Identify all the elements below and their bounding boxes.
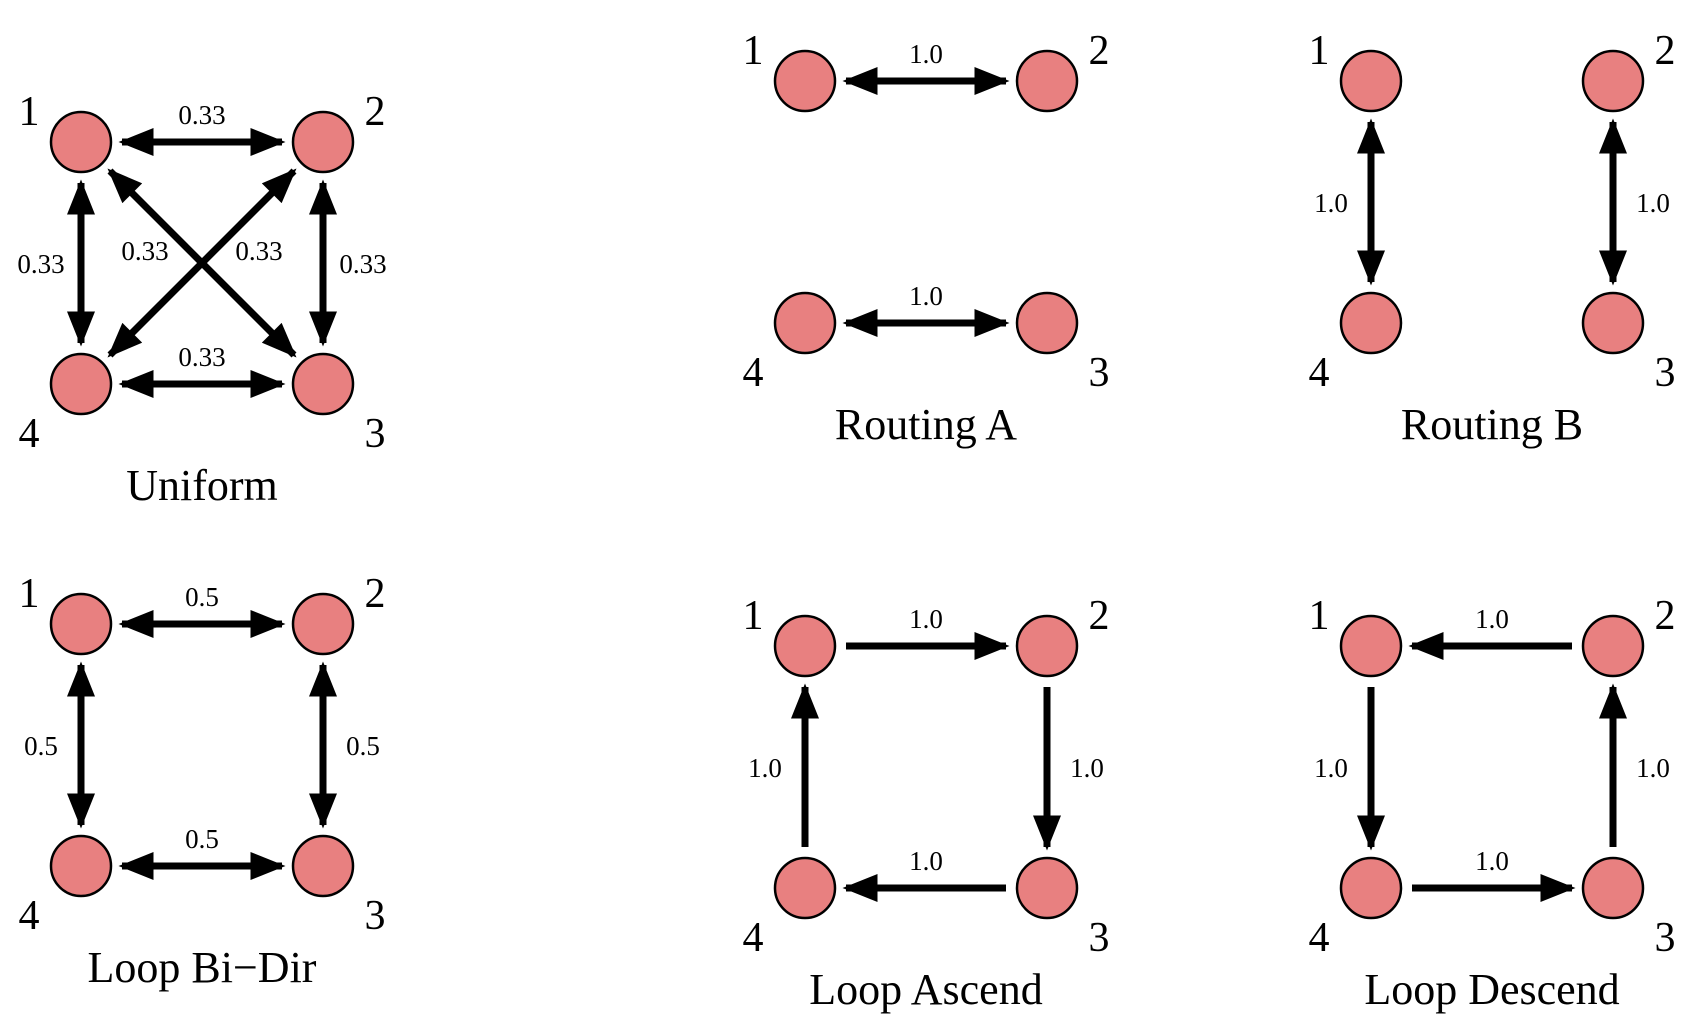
edge-weight-label: 0.33 (339, 249, 386, 279)
node-2 (291, 110, 355, 174)
node-1 (1339, 614, 1403, 678)
node-2 (1581, 614, 1645, 678)
node-3 (291, 834, 355, 898)
node-4 (49, 352, 113, 416)
node-number-label: 4 (19, 411, 40, 457)
edge-weight-label: 1.0 (748, 753, 782, 783)
panel-title: Loop Bi−Dir (88, 943, 317, 992)
node-number-label: 4 (19, 893, 40, 939)
node-4 (49, 834, 113, 898)
node-1 (773, 614, 837, 678)
node-number-label: 2 (1089, 593, 1110, 639)
node-number-label: 1 (19, 571, 40, 617)
node-number-label: 2 (1089, 28, 1110, 74)
node-number-label: 3 (1089, 915, 1110, 961)
node-2 (1015, 614, 1079, 678)
edge-weight-label: 1.0 (1314, 753, 1348, 783)
node-number-label: 2 (1655, 593, 1676, 639)
node-4 (773, 291, 837, 355)
edge-weight-label: 0.5 (185, 824, 219, 854)
node-number-label: 1 (1309, 593, 1330, 639)
node-number-label: 4 (743, 915, 764, 961)
panel-title: Routing B (1401, 400, 1583, 449)
panel-title: Uniform (126, 461, 278, 510)
node-number-label: 1 (1309, 28, 1330, 74)
node-number-label: 3 (1089, 350, 1110, 396)
edge-weight-label: 0.5 (185, 582, 219, 612)
edge-weight-label: 0.33 (17, 249, 64, 279)
node-3 (1581, 291, 1645, 355)
node-3 (1015, 856, 1079, 920)
node-4 (1339, 856, 1403, 920)
node-number-label: 3 (1655, 350, 1676, 396)
edge-weight-label: 0.33 (178, 342, 225, 372)
edge-weight-label: 1.0 (1475, 604, 1509, 634)
node-3 (1581, 856, 1645, 920)
node-number-label: 3 (365, 411, 386, 457)
node-number-label: 3 (365, 893, 386, 939)
node-4 (1339, 291, 1403, 355)
edge-weight-label: 1.0 (1314, 188, 1348, 218)
node-1 (773, 49, 837, 113)
node-3 (1015, 291, 1079, 355)
node-1 (49, 110, 113, 174)
edge-weight-label: 0.33 (121, 236, 168, 266)
node-3 (291, 352, 355, 416)
node-1 (1339, 49, 1403, 113)
edge-weight-label: 0.5 (24, 731, 58, 761)
edge-weight-label: 1.0 (909, 281, 943, 311)
node-number-label: 1 (743, 593, 764, 639)
edge-weight-label: 1.0 (909, 39, 943, 69)
edge-weight-label: 0.33 (235, 236, 282, 266)
node-2 (1581, 49, 1645, 113)
node-number-label: 3 (1655, 915, 1676, 961)
node-2 (1015, 49, 1079, 113)
node-number-label: 2 (1655, 28, 1676, 74)
edge-weight-label: 0.5 (346, 731, 380, 761)
node-number-label: 2 (365, 571, 386, 617)
edge-2-4 (107, 168, 297, 358)
edge-weight-label: 1.0 (909, 604, 943, 634)
edge-weight-label: 1.0 (1475, 846, 1509, 876)
panel-title: Loop Descend (1364, 965, 1619, 1014)
edge-weight-label: 0.33 (178, 100, 225, 130)
node-number-label: 4 (1309, 350, 1330, 396)
node-number-label: 2 (365, 89, 386, 135)
node-2 (291, 592, 355, 656)
node-1 (49, 592, 113, 656)
node-4 (773, 856, 837, 920)
edge-weight-label: 1.0 (1636, 753, 1670, 783)
edge-weight-label: 1.0 (909, 846, 943, 876)
node-number-label: 1 (743, 28, 764, 74)
node-number-label: 1 (19, 89, 40, 135)
node-number-label: 4 (743, 350, 764, 396)
node-number-label: 4 (1309, 915, 1330, 961)
edge-weight-label: 1.0 (1070, 753, 1104, 783)
edge-weight-label: 1.0 (1636, 188, 1670, 218)
panel-title: Routing A (835, 400, 1017, 449)
panel-title: Loop Ascend (809, 965, 1042, 1014)
